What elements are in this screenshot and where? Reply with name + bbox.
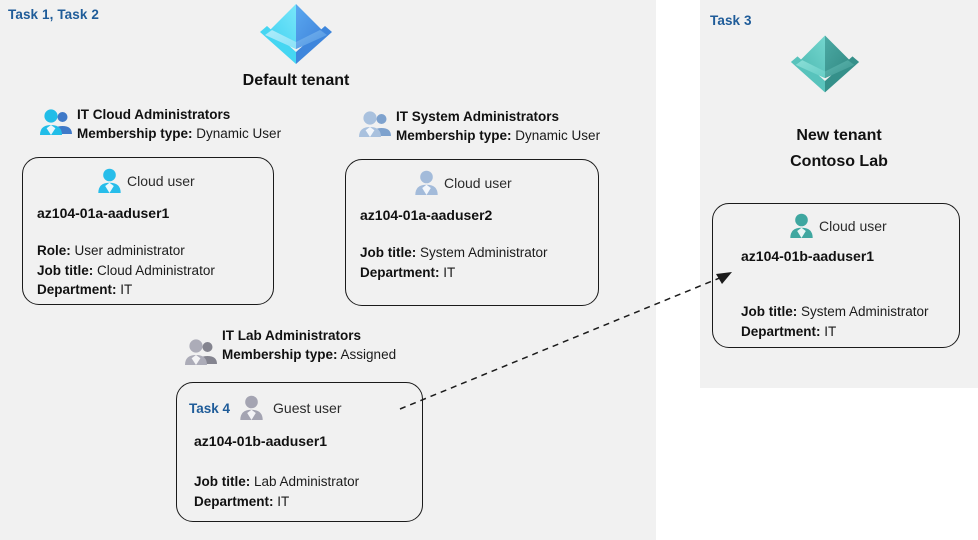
new-tenant-title-line2: Contoso Lab	[790, 153, 888, 170]
attr-row: Department: IT	[741, 322, 929, 342]
card-attributes: Job title: Lab Administrator Department:…	[194, 472, 359, 511]
task-label-4: Task 4	[189, 400, 231, 416]
card-guest-aaduser1[interactable]: Task 4 Guest user az104-01b-aaduser1 Job…	[176, 382, 423, 522]
new-tenant-title-line1: New tenant	[796, 127, 882, 144]
card-user-header: Task 4 Guest user	[189, 395, 342, 421]
task-label-1-2: Task 1, Task 2	[8, 7, 99, 22]
attr-value: User administrator	[74, 243, 185, 258]
attr-key: Department:	[360, 264, 440, 280]
card-user-type: Cloud user	[127, 173, 195, 189]
attr-key: Job title:	[741, 304, 798, 319]
attr-value: System Administrator	[420, 245, 548, 260]
attr-key: Role:	[37, 243, 71, 258]
membership-value: Dynamic User	[515, 128, 601, 143]
card-user-header: Cloud user	[97, 168, 195, 194]
card-username: az104-01b-aaduser1	[741, 248, 875, 264]
group-it-system-administrators: IT System Administrators Membership type…	[396, 109, 600, 145]
guest-user-icon	[239, 395, 264, 421]
attr-key: Job title:	[360, 245, 417, 260]
attr-value: IT	[443, 264, 456, 280]
membership-key: Membership type:	[396, 128, 512, 143]
card-user-type: Guest user	[273, 400, 342, 416]
attr-key: Department:	[37, 282, 117, 297]
attr-key: Job title:	[37, 262, 94, 278]
card-user-type: Cloud user	[819, 218, 887, 234]
attr-key: Department:	[741, 323, 821, 339]
group-users-icon	[39, 108, 73, 143]
cloud-user-icon	[789, 213, 814, 239]
attr-row: Role: User administrator	[37, 241, 215, 261]
group-users-icon	[184, 338, 218, 373]
attr-row: Job title: Cloud Administrator	[37, 261, 215, 281]
group-name: IT Cloud Administrators	[77, 107, 231, 122]
group-membership-type: Membership type: Dynamic User	[77, 125, 281, 143]
card-attributes: Role: User administrator Job title: Clou…	[37, 241, 215, 300]
azure-ad-tenant-icon	[258, 2, 334, 69]
attr-value: IT	[277, 493, 290, 509]
group-it-cloud-administrators: IT Cloud Administrators Membership type:…	[77, 107, 281, 143]
card-username: az104-01a-aaduser2	[360, 207, 493, 223]
cloud-user-icon	[97, 168, 122, 194]
attr-row: Department: IT	[194, 492, 359, 512]
attr-key: Job title:	[194, 474, 251, 489]
card-aaduser2[interactable]: Cloud user az104-01a-aaduser2 Job title:…	[345, 159, 599, 306]
attr-key: Department:	[194, 493, 274, 509]
attr-row: Department: IT	[37, 280, 215, 300]
card-b-aaduser1[interactable]: Cloud user az104-01b-aaduser1 Job title:…	[712, 203, 960, 348]
attr-value: System Administrator	[801, 304, 929, 319]
card-username: az104-01b-aaduser1	[194, 433, 328, 449]
cloud-user-icon	[414, 170, 439, 196]
card-attributes: Job title: System Administrator Departme…	[360, 243, 548, 282]
card-username: az104-01a-aaduser1	[37, 205, 170, 221]
group-name: IT Lab Administrators	[222, 328, 362, 343]
group-users-icon	[358, 110, 392, 145]
membership-key: Membership type:	[77, 126, 193, 141]
membership-value: Dynamic User	[196, 126, 282, 141]
attr-row: Department: IT	[360, 263, 548, 283]
card-aaduser1[interactable]: Cloud user az104-01a-aaduser1 Role: User…	[22, 157, 274, 305]
attr-value: IT	[120, 282, 133, 297]
card-user-header: Cloud user	[789, 213, 887, 239]
group-it-lab-administrators: IT Lab Administrators Membership type: A…	[222, 328, 396, 364]
azure-ad-tenant-icon	[789, 33, 861, 98]
attr-row: Job title: System Administrator	[360, 243, 548, 263]
attr-row: Job title: System Administrator	[741, 302, 929, 322]
membership-key: Membership type:	[222, 347, 338, 362]
attr-value: IT	[824, 323, 837, 339]
default-tenant-title: Default tenant	[242, 72, 350, 89]
group-name: IT System Administrators	[396, 109, 560, 124]
card-user-type: Cloud user	[444, 175, 512, 191]
card-user-header: Cloud user	[414, 170, 512, 196]
card-attributes: Job title: System Administrator Departme…	[741, 302, 929, 341]
attr-value: Lab Administrator	[254, 474, 360, 489]
task-label-3: Task 3	[710, 13, 752, 28]
group-membership-type: Membership type: Assigned	[222, 346, 396, 364]
group-membership-type: Membership type: Dynamic User	[396, 127, 600, 145]
attr-value: Cloud Administrator	[97, 262, 215, 278]
membership-value: Assigned	[340, 347, 397, 362]
attr-row: Job title: Lab Administrator	[194, 472, 359, 492]
